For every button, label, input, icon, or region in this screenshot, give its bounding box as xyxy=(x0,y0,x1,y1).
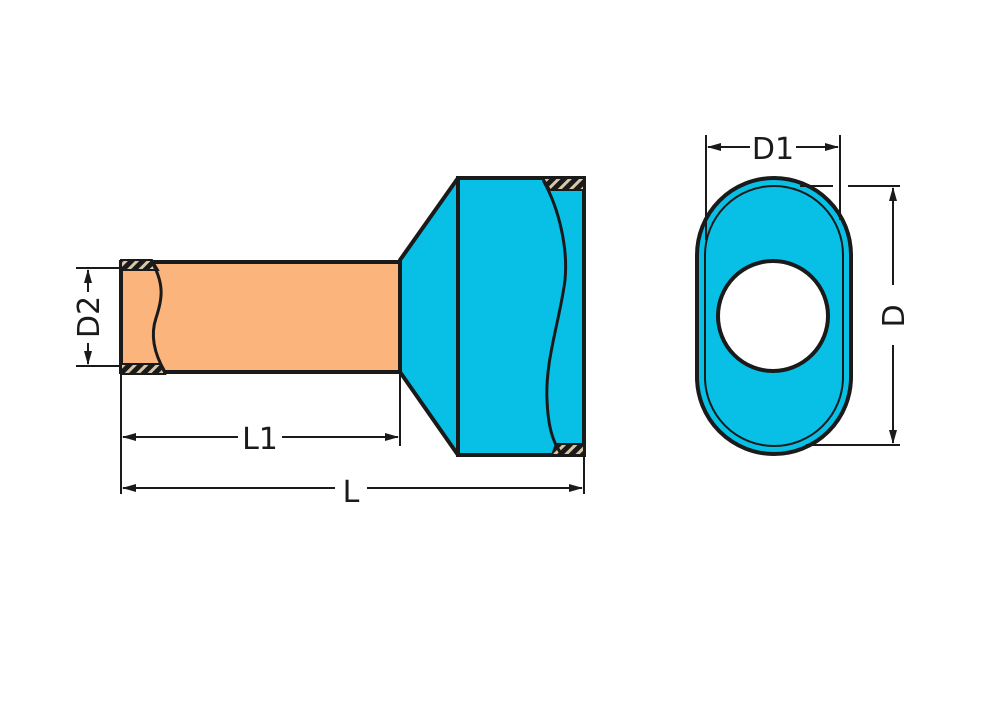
collar-oval-inner xyxy=(704,185,844,447)
collar-body xyxy=(456,176,586,457)
sleeve-rim-bottom xyxy=(120,363,167,375)
collar-rim-top xyxy=(541,177,585,191)
end-view: D1 D xyxy=(695,132,912,456)
wire-entry-hole xyxy=(716,259,830,373)
dimension-l1: L1 xyxy=(122,422,399,457)
side-view: D2 L1 L xyxy=(72,176,586,510)
dimension-d1: D1 xyxy=(705,132,841,240)
collar-section-line xyxy=(541,179,568,453)
dimension-d2: D2 xyxy=(72,267,121,367)
collar-cone xyxy=(398,176,460,457)
label-l1: L1 xyxy=(242,422,278,457)
label-d2: D2 xyxy=(72,296,107,338)
label-l: L xyxy=(343,475,360,510)
dimension-d: D xyxy=(800,185,912,446)
metal-sleeve xyxy=(119,260,402,374)
dimension-l: L xyxy=(122,475,583,510)
sleeve-rim-top xyxy=(120,259,160,271)
sleeve-section-line xyxy=(150,261,167,373)
label-d1: D1 xyxy=(752,132,794,167)
label-d: D xyxy=(877,304,912,327)
